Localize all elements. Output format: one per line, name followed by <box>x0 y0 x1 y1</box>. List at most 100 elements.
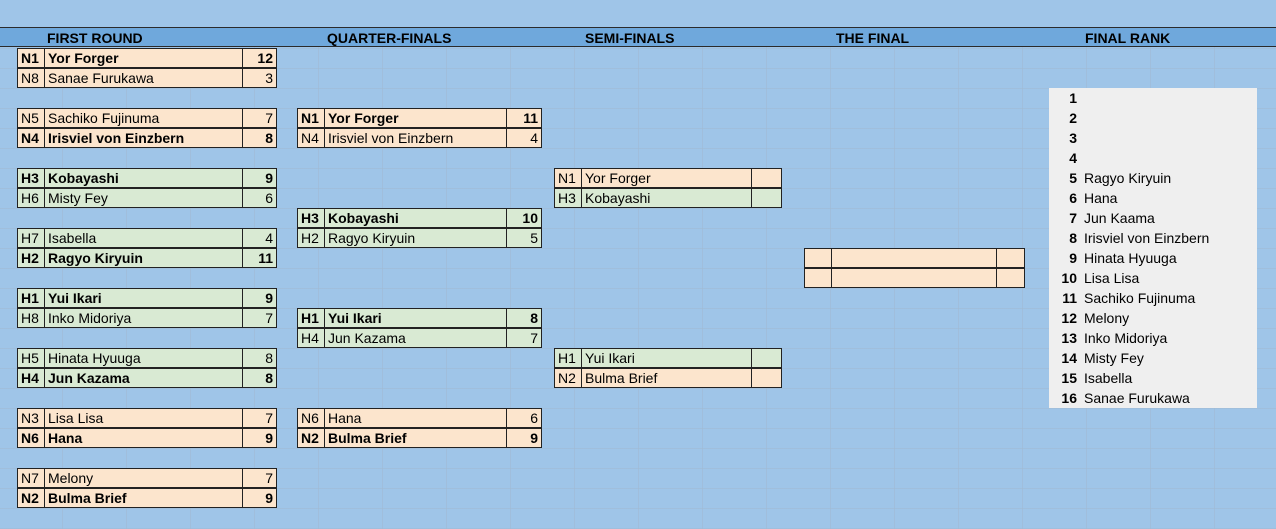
player-name-cell[interactable]: Hana <box>324 408 506 428</box>
player-name-cell[interactable]: Kobayashi <box>324 208 506 228</box>
score-cell[interactable]: 7 <box>242 108 277 128</box>
seed-cell[interactable]: N6 <box>17 428 44 448</box>
seed-cell[interactable] <box>804 268 831 288</box>
score-cell[interactable]: 11 <box>506 108 542 128</box>
player-name-cell[interactable]: Inko Midoriya <box>44 308 242 328</box>
seed-cell[interactable]: N1 <box>297 108 324 128</box>
seed-cell[interactable]: H6 <box>17 188 44 208</box>
player-name-cell[interactable] <box>831 268 996 288</box>
score-cell[interactable]: 10 <box>506 208 542 228</box>
player-name-cell[interactable]: Jun Kazama <box>324 328 506 348</box>
score-cell[interactable]: 11 <box>242 248 277 268</box>
score-cell[interactable]: 9 <box>242 428 277 448</box>
score-cell[interactable]: 8 <box>242 348 277 368</box>
seed-cell[interactable]: H3 <box>297 208 324 228</box>
score-cell[interactable] <box>751 168 782 188</box>
seed-cell[interactable]: H4 <box>297 328 324 348</box>
player-name-cell[interactable]: Isabella <box>44 228 242 248</box>
score-cell[interactable] <box>751 368 782 388</box>
player-name-cell[interactable]: Yui Ikari <box>324 308 506 328</box>
score-cell[interactable]: 9 <box>242 168 277 188</box>
seed-cell[interactable]: H3 <box>554 188 581 208</box>
player-name-cell[interactable]: Yui Ikari <box>581 348 751 368</box>
player-name-cell[interactable]: Bulma Brief <box>324 428 506 448</box>
score-cell[interactable]: 4 <box>242 228 277 248</box>
seed-cell[interactable]: H1 <box>17 288 44 308</box>
seed-cell[interactable]: N8 <box>17 68 44 88</box>
score-cell[interactable]: 3 <box>242 68 277 88</box>
seed-cell[interactable]: N1 <box>17 48 44 68</box>
seed-cell[interactable]: H3 <box>17 168 44 188</box>
player-name-cell[interactable]: Yor Forger <box>324 108 506 128</box>
player-name-cell[interactable]: Melony <box>44 468 242 488</box>
seed-cell[interactable]: N4 <box>297 128 324 148</box>
player-name-cell[interactable]: Sanae Furukawa <box>44 68 242 88</box>
rank-row[interactable]: 3 <box>1049 128 1257 148</box>
rank-row[interactable]: 1 <box>1049 88 1257 108</box>
seed-cell[interactable]: H7 <box>17 228 44 248</box>
seed-cell[interactable]: N2 <box>297 428 324 448</box>
player-name-cell[interactable]: Bulma Brief <box>581 368 751 388</box>
score-cell[interactable]: 9 <box>242 288 277 308</box>
score-cell[interactable]: 9 <box>506 428 542 448</box>
seed-cell[interactable]: H2 <box>297 228 324 248</box>
seed-cell[interactable]: H8 <box>17 308 44 328</box>
rank-row[interactable]: 2 <box>1049 108 1257 128</box>
score-cell[interactable]: 7 <box>506 328 542 348</box>
score-cell[interactable]: 8 <box>242 368 277 388</box>
score-cell[interactable]: 6 <box>506 408 542 428</box>
seed-cell[interactable]: N2 <box>17 488 44 508</box>
seed-cell[interactable]: N4 <box>17 128 44 148</box>
player-name-cell[interactable]: Ragyo Kiryuin <box>324 228 506 248</box>
seed-cell[interactable]: H4 <box>17 368 44 388</box>
seed-cell[interactable]: N2 <box>554 368 581 388</box>
player-name-cell[interactable]: Irisviel von Einzbern <box>44 128 242 148</box>
score-cell[interactable]: 8 <box>506 308 542 328</box>
score-cell[interactable] <box>751 188 782 208</box>
seed-cell[interactable]: N5 <box>17 108 44 128</box>
seed-cell[interactable]: N3 <box>17 408 44 428</box>
player-name-cell[interactable]: Jun Kazama <box>44 368 242 388</box>
score-cell[interactable]: 12 <box>242 48 277 68</box>
score-cell[interactable] <box>751 348 782 368</box>
player-name-cell[interactable]: Irisviel von Einzbern <box>324 128 506 148</box>
score-cell[interactable]: 4 <box>506 128 542 148</box>
score-cell[interactable]: 7 <box>242 308 277 328</box>
player-name-cell[interactable]: Ragyo Kiryuin <box>44 248 242 268</box>
seed-cell[interactable] <box>804 248 831 268</box>
player-name-cell[interactable] <box>831 248 996 268</box>
score-cell[interactable]: 6 <box>242 188 277 208</box>
score-cell[interactable]: 7 <box>242 408 277 428</box>
player-name-cell[interactable]: Bulma Brief <box>44 488 242 508</box>
seed-cell[interactable]: N6 <box>297 408 324 428</box>
seed-cell[interactable]: N1 <box>554 168 581 188</box>
player-name-cell[interactable]: Lisa Lisa <box>44 408 242 428</box>
player-name-cell[interactable]: Yor Forger <box>581 168 751 188</box>
seed-cell[interactable]: H2 <box>17 248 44 268</box>
score-cell[interactable]: 8 <box>242 128 277 148</box>
score-cell[interactable]: 7 <box>242 468 277 488</box>
rank-row[interactable]: 4 <box>1049 148 1257 168</box>
player-name-cell[interactable]: Hinata Hyuuga <box>44 348 242 368</box>
player-name-cell[interactable]: Kobayashi <box>44 168 242 188</box>
seed-cell[interactable]: H1 <box>297 308 324 328</box>
player-name-cell[interactable]: Yui Ikari <box>44 288 242 308</box>
player-name-cell[interactable]: Misty Fey <box>44 188 242 208</box>
player-name-cell[interactable]: Hana <box>44 428 242 448</box>
seed-cell[interactable]: H1 <box>554 348 581 368</box>
player-name-cell[interactable]: Kobayashi <box>581 188 751 208</box>
player-name-cell[interactable]: Yor Forger <box>44 48 242 68</box>
score-cell[interactable] <box>996 248 1025 268</box>
